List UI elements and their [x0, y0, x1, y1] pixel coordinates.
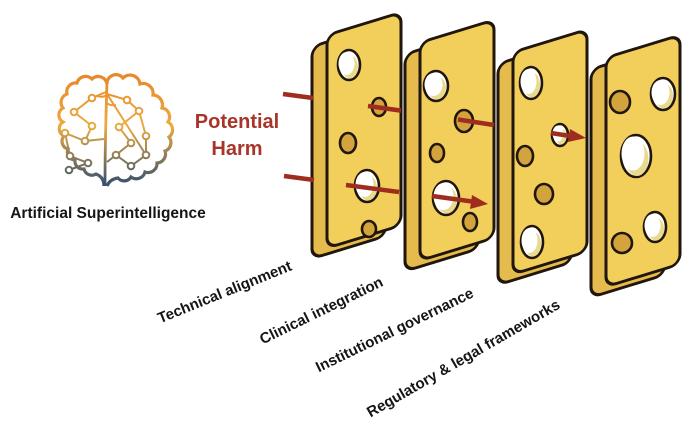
asi-label: Artificial Superintelligence — [10, 205, 206, 222]
cheese-slice-clinical-integration — [403, 21, 496, 271]
cheese-slice-technical-alignment — [310, 13, 403, 258]
slice-1-holes — [336, 48, 388, 239]
harm-arrow-bottom-head — [431, 193, 488, 209]
harm-arrow-top-head — [550, 129, 586, 142]
cheese-slice-regulatory-legal-frameworks — [589, 36, 682, 297]
cheese-slice-institutional-governance — [496, 30, 589, 284]
potential-harm-label: Potential Harm — [194, 111, 280, 160]
harm-arrow-bottom — [283, 173, 400, 195]
harm-arrow-top-segment-2 — [457, 117, 495, 128]
harm-arrow-top — [282, 91, 402, 113]
brain-circuit-icon — [57, 73, 175, 187]
slice-4-holes — [608, 76, 677, 255]
slice-3-holes — [515, 65, 570, 260]
